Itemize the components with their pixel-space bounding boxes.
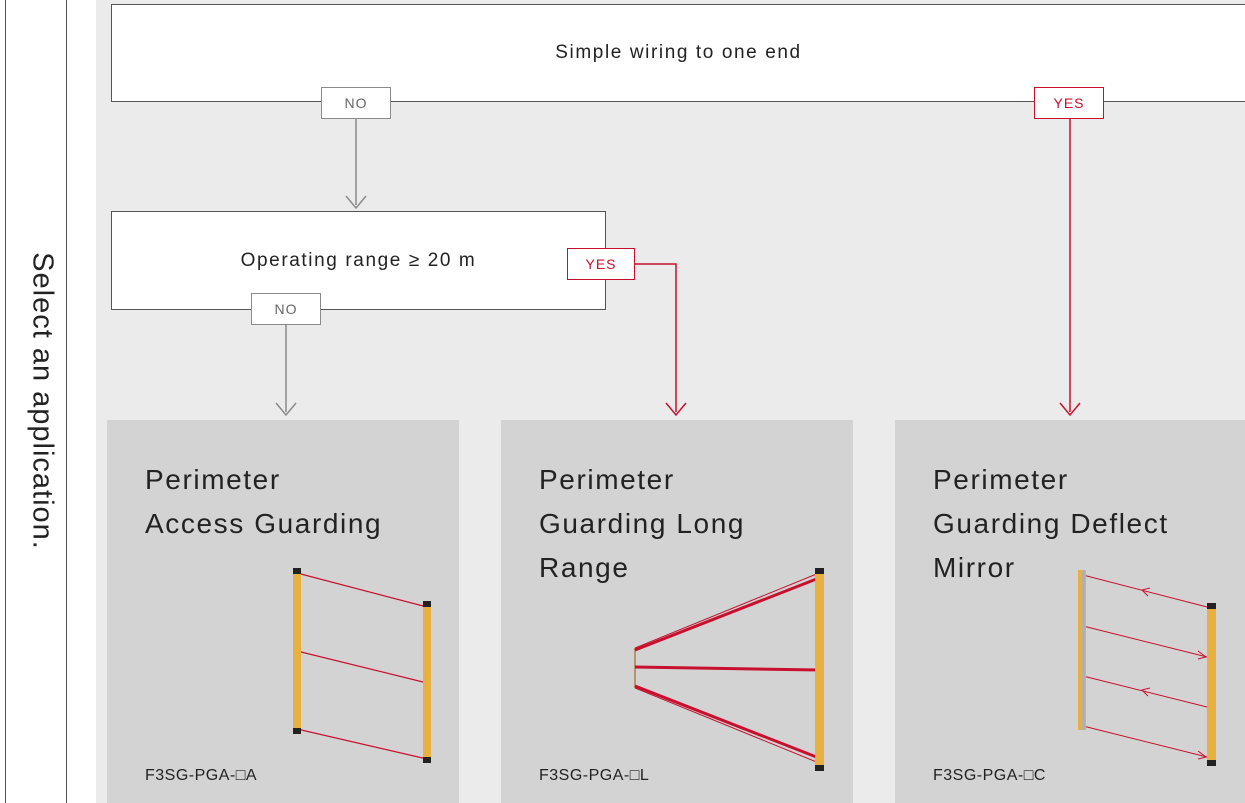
- access-guarding-illustration: [293, 568, 431, 763]
- card-title: Perimeter Guarding Long Range: [539, 458, 745, 590]
- question-operating-range-text: Operating range ≥ 20 m: [240, 249, 477, 271]
- light-curtain: [815, 571, 824, 769]
- light-curtain-receiver: [423, 604, 431, 762]
- arrowhead-q2-no: [275, 402, 297, 417]
- deflect-mirror-illustration: [1078, 570, 1216, 766]
- model-number: F3SG-PGA-□L: [539, 767, 650, 784]
- model-number: F3SG-PGA-□A: [145, 767, 258, 784]
- question-simple-wiring: Simple wiring to one end: [111, 4, 1245, 102]
- card-deflect-mirror[interactable]: Perimeter Guarding Deflect Mirror F3SG-P…: [895, 420, 1245, 803]
- card-title-line: Range: [539, 552, 630, 583]
- side-label-column: Select an application.: [5, 0, 67, 803]
- card-title-line: Guarding Long: [539, 508, 746, 539]
- connector-q2-yes: [635, 263, 677, 412]
- arrowhead-q1-no: [345, 195, 367, 210]
- q2-yes-tag: YES: [567, 248, 635, 280]
- card-title-line: Perimeter: [145, 464, 281, 495]
- light-curtain-emitter: [293, 571, 301, 733]
- light-curtain: [1207, 606, 1216, 762]
- card-long-range[interactable]: Perimeter Guarding Long Range F3SG-PGA-□…: [501, 420, 853, 803]
- card-title-line: Perimeter: [539, 464, 675, 495]
- question-operating-range: Operating range ≥ 20 m: [111, 211, 606, 310]
- card-title-line: Access Guarding: [145, 508, 383, 539]
- q2-no-tag: NO: [251, 293, 321, 325]
- arrowhead-q1-yes: [1059, 402, 1081, 417]
- card-title: Perimeter Access Guarding: [145, 458, 382, 546]
- card-title-line: Perimeter: [933, 464, 1069, 495]
- card-title: Perimeter Guarding Deflect Mirror: [933, 458, 1169, 590]
- question-simple-wiring-text: Simple wiring to one end: [555, 42, 802, 63]
- q1-no-tag: NO: [321, 87, 391, 119]
- card-access-guarding[interactable]: Perimeter Access Guarding F3SG-PGA-□A: [107, 420, 459, 803]
- card-title-line: Mirror: [933, 552, 1016, 583]
- model-number: F3SG-PGA-□C: [933, 767, 1046, 784]
- long-range-illustration: [634, 568, 824, 771]
- arrowhead-q2-yes: [665, 402, 687, 417]
- card-title-line: Guarding Deflect: [933, 508, 1169, 539]
- q1-yes-tag: YES: [1034, 87, 1104, 119]
